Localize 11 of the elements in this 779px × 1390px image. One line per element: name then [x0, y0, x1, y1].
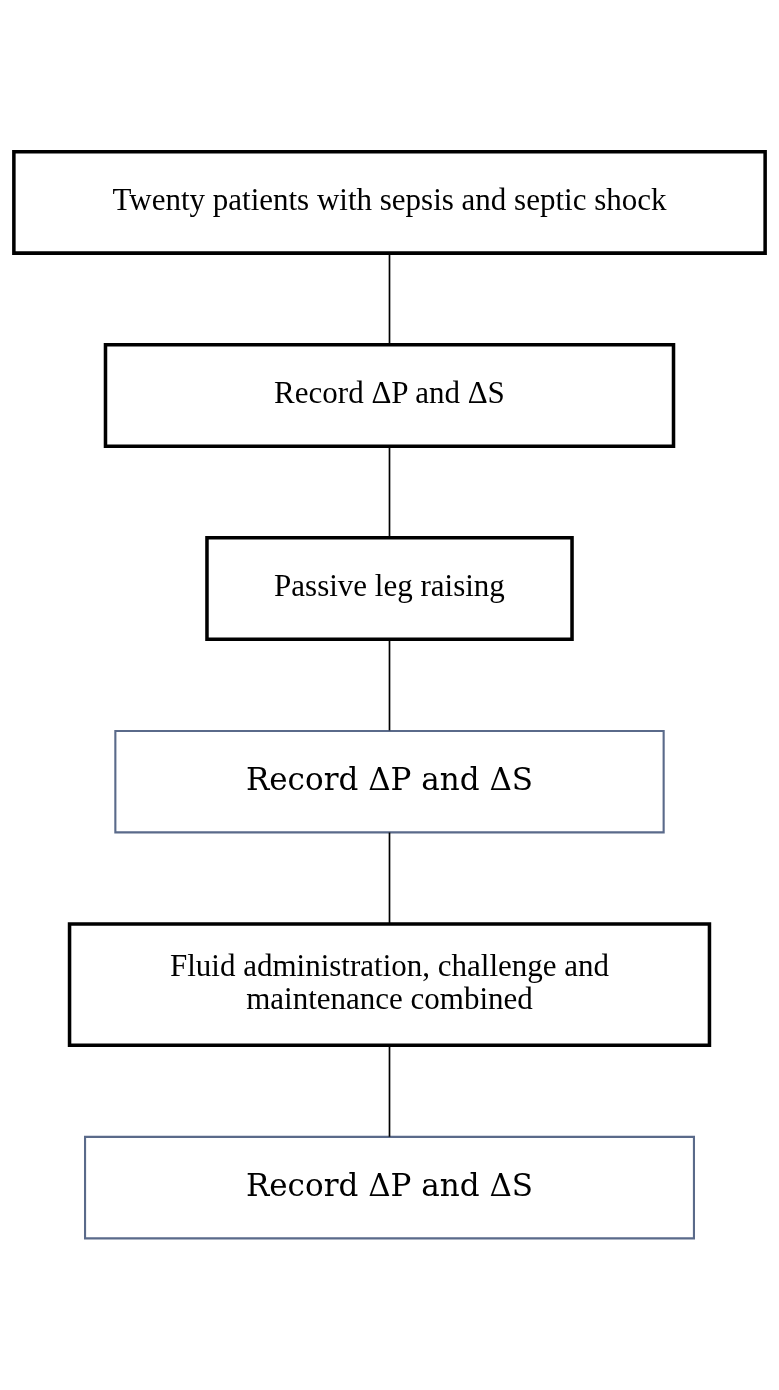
- connector: [388, 638, 391, 732]
- node-box: Record ΔP and ΔS: [114, 729, 665, 834]
- node-box: Record ΔP and ΔS: [103, 343, 676, 448]
- connector: [388, 831, 391, 925]
- node-box: Twenty patients with sepsis and septic shock: [12, 149, 767, 255]
- connector: [388, 1044, 391, 1138]
- node-box: Passive leg raising: [205, 536, 574, 642]
- node-box: Fluid administration, challenge and maintenance combined: [67, 922, 712, 1047]
- connector: [388, 445, 391, 539]
- node-box: Record ΔP and ΔS: [84, 1135, 695, 1240]
- connector: [388, 252, 391, 345]
